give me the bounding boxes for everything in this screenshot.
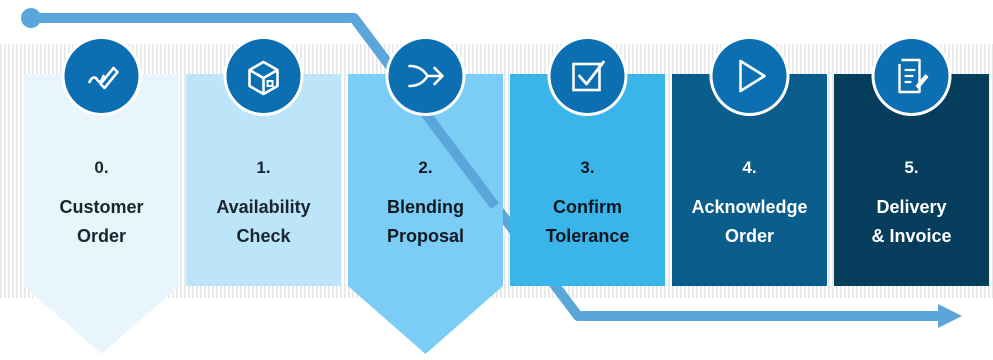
flow-arrowhead (938, 304, 962, 328)
stage-shape-5 (834, 74, 989, 286)
stage-shape-1 (186, 74, 341, 286)
stage-label: Blending Proposal (386, 197, 465, 246)
stage-5: 5. Delivery & Invoice (834, 74, 989, 286)
stage-number: 4. (742, 158, 757, 177)
checkbox-icon (547, 36, 628, 116)
stage-shape-3 (510, 74, 665, 286)
stage-number: 3. (580, 158, 595, 177)
stage-label: Availability Check (216, 197, 311, 246)
stage-shape-0 (24, 74, 179, 354)
merge-arrow-icon (385, 36, 466, 116)
stage-number: 1. (256, 158, 271, 177)
stage-shapes (24, 74, 989, 354)
stage-label: Delivery & Invoice (871, 197, 952, 246)
flow-start-dot (21, 8, 41, 28)
play-icon (709, 36, 790, 116)
stage-number: 0. (94, 158, 109, 177)
stage-label: Acknowledge Order (691, 197, 808, 246)
stage-label: Customer Order (59, 197, 144, 246)
stage-number: 2. (418, 158, 433, 177)
stage-4: 4. Acknowledge Order (672, 74, 827, 286)
stage-shape-2 (348, 74, 503, 354)
stage-label: Confirm Tolerance (545, 197, 630, 246)
stage-1: 1. Availability Check (186, 74, 341, 286)
stage-icons (61, 36, 952, 116)
stage-2: 2. Blending Proposal (348, 74, 503, 286)
pen-signature-icon (61, 36, 142, 116)
package-box-icon (223, 36, 304, 116)
stage-3: 3. Confirm Tolerance (510, 74, 665, 286)
document-edit-icon (871, 36, 952, 116)
stage-shape-4 (672, 74, 827, 286)
stage-0: 0. Customer Order (24, 74, 179, 286)
stage-number: 5. (904, 158, 919, 177)
